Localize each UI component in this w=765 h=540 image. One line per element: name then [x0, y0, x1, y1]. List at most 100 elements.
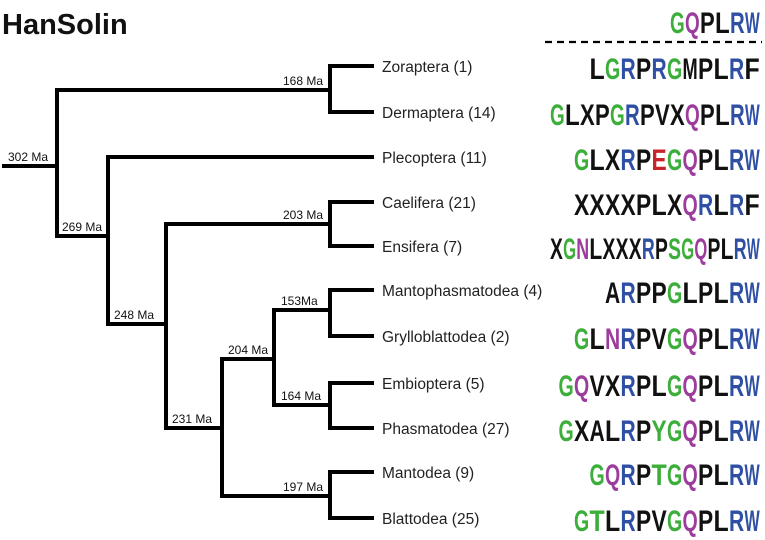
motif-logo-letter: R: [621, 370, 636, 403]
node-age-label: 203 Ma: [283, 208, 323, 222]
node-age-label: 231 Ma: [172, 412, 212, 426]
motif-logo-letter: Q: [574, 370, 589, 403]
motif-logo-letter: Y: [652, 415, 667, 448]
motif-logo-letter: P: [636, 323, 651, 356]
motif-logo-letter: R: [729, 189, 744, 222]
motif-logo-letter: R: [698, 189, 713, 222]
motif-logo-letter: R: [652, 53, 667, 86]
motif-logo-letter: Q: [683, 415, 698, 448]
motif-logo-letter: P: [640, 99, 655, 132]
motif-logo-letter: T: [590, 505, 605, 538]
motif-logo-letter: V: [590, 370, 605, 403]
taxon-label: Phasmatodea (27): [382, 421, 510, 438]
motif-logo-letter: R: [729, 370, 744, 403]
consensus-logo-letter: L: [715, 7, 730, 40]
node-age-label: 153Ma: [281, 294, 318, 308]
motif-logo-letter: P: [698, 277, 713, 310]
motif-logo-letter: L: [714, 144, 729, 177]
taxon-label: Mantophasmatodea (4): [382, 283, 542, 300]
motif-logo-letter: P: [636, 459, 651, 492]
consensus-logo-letter: P: [700, 7, 715, 40]
motif-logo-letter: W: [745, 99, 760, 132]
motif-logo-letter: P: [708, 233, 721, 266]
node-age-label: 302 Ma: [8, 150, 48, 164]
consensus-logo-letter: G: [670, 7, 685, 40]
motif-logo-letter: G: [667, 53, 682, 86]
motif-logo-letter: P: [636, 415, 651, 448]
motif-logo-letter: V: [652, 323, 667, 356]
taxon-label: Dermaptera (14): [382, 105, 496, 122]
motif-logo-letter: X: [605, 144, 620, 177]
motif-logo-letter: G: [667, 277, 682, 310]
motif-logo-letter: G: [667, 370, 682, 403]
motif-logo-letter: R: [625, 99, 640, 132]
motif-logo-letter: R: [729, 144, 744, 177]
motif-logo-letter: W: [745, 323, 761, 356]
figure-title: HanSolin: [2, 9, 128, 41]
motif-logo-letter: L: [714, 277, 729, 310]
node-age-label: 269 Ma: [62, 220, 102, 234]
motif-logo-letter: Q: [683, 189, 698, 222]
taxon-labels: Zoraptera (1) Dermaptera (14) Plecoptera…: [382, 59, 542, 528]
motif-logo-letter: G: [667, 459, 682, 492]
motif-logo-letter: G: [610, 99, 625, 132]
motif-logo-letter: V: [652, 505, 667, 538]
motif-logo-letter: R: [734, 233, 747, 266]
motif-logo-letter: W: [745, 505, 761, 538]
motif-logo-letter: R: [621, 505, 636, 538]
motif-logo-letter: G: [667, 415, 682, 448]
phylogenetic-tree: [2, 64, 374, 520]
motif-logo-letter: E: [652, 144, 667, 177]
motif-logo-letter: G: [574, 505, 589, 538]
motif-logo-letter: L: [590, 53, 605, 86]
motif-logo-letter: M: [683, 53, 698, 86]
motif-logo-letter: X: [621, 189, 636, 222]
motif-logo-letter: W: [747, 233, 760, 266]
motif-logo-letter: L: [589, 233, 602, 266]
node-age-label: 197 Ma: [283, 480, 323, 494]
motif-logo-letter: Q: [685, 99, 700, 132]
motif-logo-letter: Q: [683, 144, 698, 177]
motif-logo-letter: G: [590, 459, 605, 492]
motif-logo-letter: G: [563, 233, 576, 266]
motif-logo-letter: T: [652, 459, 667, 492]
motif-logo-letter: L: [721, 233, 734, 266]
motif-logo-letter: P: [700, 99, 715, 132]
motif-logo-letter: Q: [605, 459, 620, 492]
motif-logo-letter: P: [698, 370, 713, 403]
taxon-label: Mantodea (9): [382, 465, 474, 482]
motif-logo-letter: P: [636, 189, 651, 222]
motif-logo-letter: X: [605, 370, 620, 403]
taxon-label: Zoraptera (1): [382, 59, 472, 76]
motif-logo-letter: P: [636, 505, 651, 538]
motif-logo-letter: R: [621, 415, 636, 448]
motif-logo-letter: X: [550, 233, 563, 266]
motif-logo-letter: W: [745, 370, 761, 403]
motif-logo-letter: L: [715, 99, 730, 132]
motif-logo-letter: L: [683, 277, 698, 310]
taxon-label: Caelifera (21): [382, 195, 476, 212]
motif-logo-letter: P: [652, 277, 667, 310]
motif-logo-letter: L: [605, 505, 620, 538]
motif-logo-letter: P: [698, 53, 713, 86]
taxon-label: Grylloblattodea (2): [382, 329, 510, 346]
motif-logo-letter: Q: [683, 370, 698, 403]
motif-logo-letter: P: [698, 323, 713, 356]
motif-logo-letter: W: [745, 277, 761, 310]
motif-logo-letter: L: [565, 99, 580, 132]
motif-logo-letter: F: [745, 53, 760, 86]
motif-logo-letter: G: [681, 233, 694, 266]
motif-logo-letter: G: [574, 144, 589, 177]
taxon-label: Plecoptera (11): [382, 150, 487, 167]
motif-logo-letter: L: [714, 415, 729, 448]
node-age-label: 248 Ma: [114, 308, 154, 322]
motif-logo-letter: G: [667, 505, 682, 538]
motif-logo-letter: R: [621, 323, 636, 356]
motif-logo-letter: A: [605, 277, 620, 310]
motif-logo-letter: P: [636, 53, 651, 86]
motif-logo-letter: X: [616, 233, 629, 266]
motif-logo-letter: R: [729, 323, 744, 356]
motif-logo-letter: P: [636, 144, 651, 177]
